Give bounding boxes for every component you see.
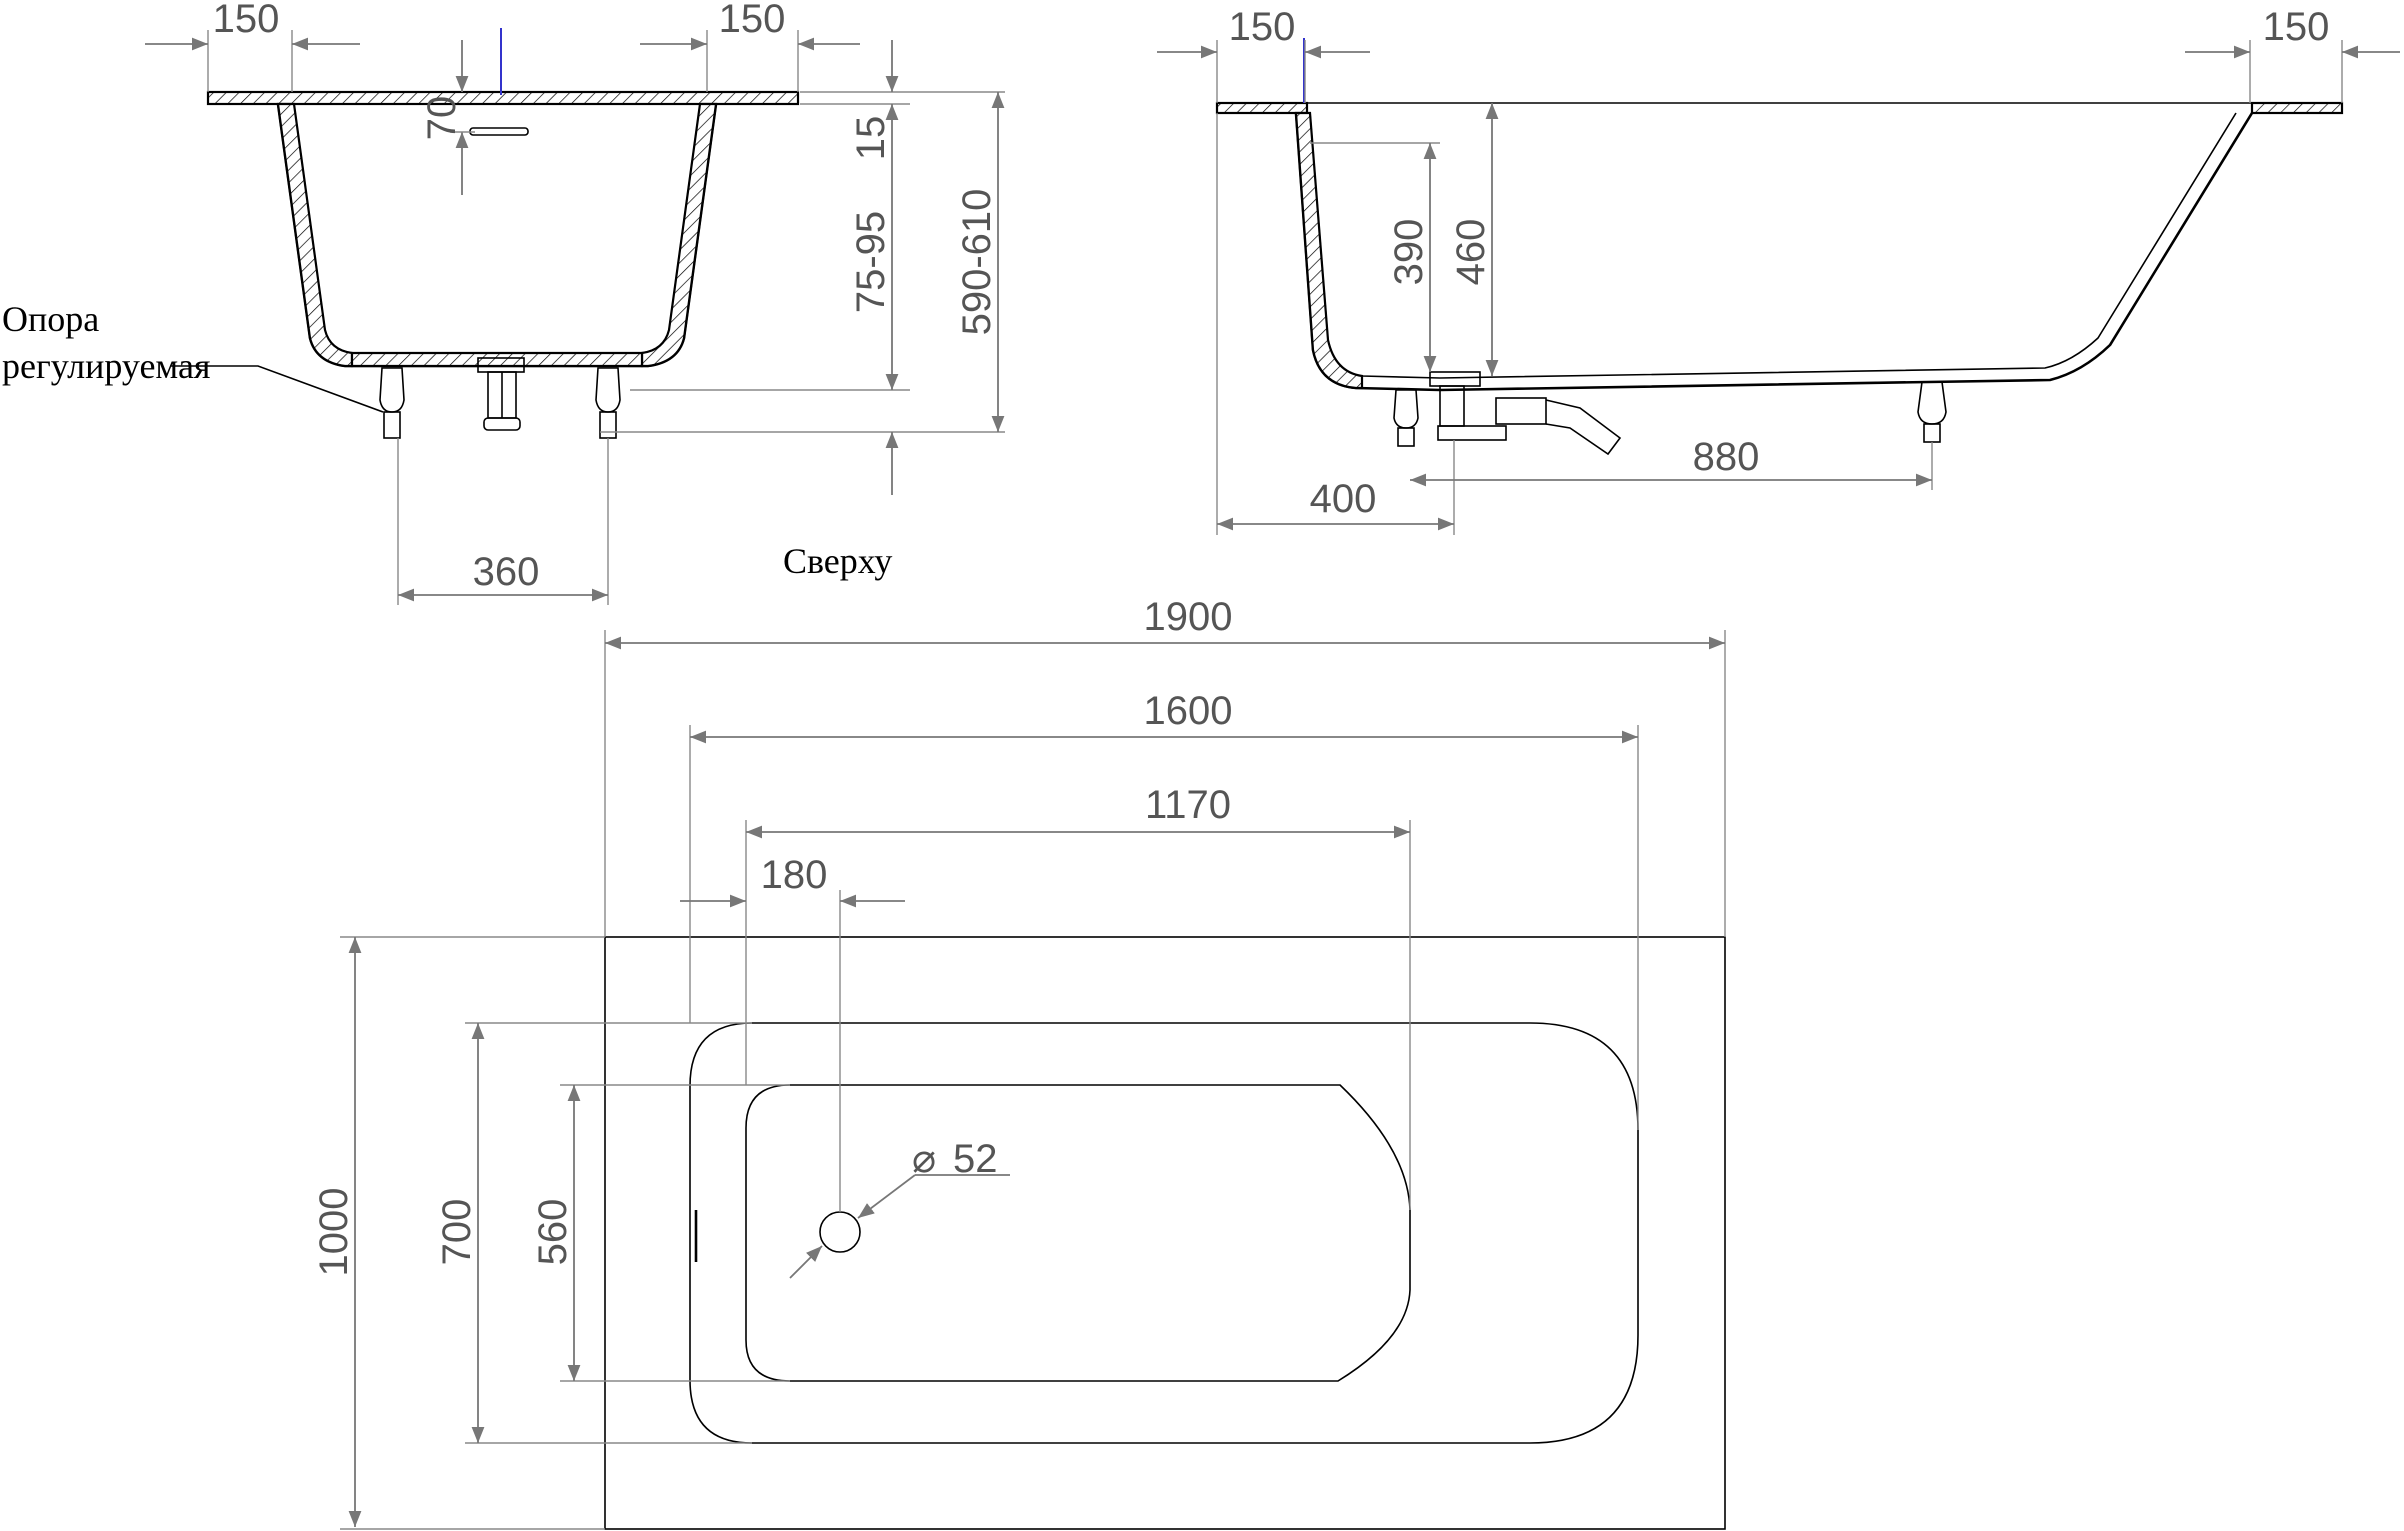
side-rim-right — [2250, 101, 2344, 115]
support-label-line2: регулируемая — [2, 346, 211, 386]
front-tub-inner — [293, 103, 701, 354]
front-drain-assembly — [477, 357, 525, 431]
top-dim-width-bottom: 560 — [531, 1199, 575, 1266]
top-view: 1900 1600 1170 180 ⌀ 52 1000 700 560 — [312, 595, 1726, 1530]
front-dim-leg-spacing: 360 — [473, 550, 540, 594]
side-dim-rim-right: 150 — [2263, 5, 2330, 49]
front-dim-rim-right: 150 — [719, 0, 786, 41]
top-dim-width-inner: 700 — [435, 1199, 479, 1266]
front-leg-left-foot — [383, 411, 401, 439]
front-leg-right — [595, 367, 621, 413]
side-rim-left — [1215, 101, 1309, 115]
side-wall-hatch — [1294, 111, 1364, 390]
front-wall-left-hatch — [276, 102, 354, 368]
front-dim-rim-left: 150 — [213, 0, 280, 41]
front-wall-right-hatch — [640, 102, 718, 368]
front-bottom-hatch — [350, 351, 644, 368]
top-dim-length-total: 1900 — [1144, 595, 1233, 639]
top-dim-drain-diameter: 52 — [953, 1137, 998, 1181]
side-dim-drain-offset: 400 — [1310, 477, 1377, 521]
front-section-view: Опора регулируемая 150 150 70 15 75-95 5… — [2, 0, 1005, 605]
top-dim-length-bottom: 1170 — [1145, 783, 1231, 827]
side-dim-leg-spacing: 880 — [1693, 435, 1760, 479]
side-drain-assembly — [1429, 371, 1622, 456]
front-dim-leg-adjust: 75-95 — [849, 211, 893, 313]
top-dim-drain-from-end: 180 — [761, 853, 828, 897]
side-tub-outer — [1294, 112, 2254, 392]
top-dim-drain-diameter-symbol: ⌀ — [912, 1137, 936, 1181]
front-rim — [206, 90, 800, 106]
front-dim-rim-thickness: 15 — [849, 116, 893, 161]
top-view-label: Сверху — [783, 541, 892, 581]
support-label-line1: Опора — [2, 299, 99, 339]
top-drain-hole — [819, 1211, 861, 1253]
top-inner-basin — [689, 1022, 1639, 1444]
front-leg-left — [379, 367, 405, 413]
side-section-view: 150 150 390 460 400 880 — [1157, 5, 2400, 535]
side-leg-left-foot — [1397, 427, 1415, 447]
front-leg-right-foot — [599, 411, 617, 439]
side-dim-depth-390: 390 — [1387, 219, 1431, 286]
top-dim-length-inner: 1600 — [1144, 689, 1233, 733]
side-leg-right — [1917, 381, 1947, 425]
top-basin-bottom — [745, 1084, 1411, 1382]
front-dim-total-height: 590-610 — [955, 189, 999, 336]
front-dim-overflow: 70 — [420, 96, 464, 141]
side-dim-depth-460: 460 — [1449, 219, 1493, 286]
top-outer-rim — [604, 936, 1726, 1530]
side-leg-right-foot — [1923, 423, 1941, 443]
side-dim-rim-left: 150 — [1229, 5, 1296, 49]
front-tub-outer — [276, 103, 718, 368]
side-leg-left — [1393, 389, 1419, 429]
support-leader — [170, 365, 384, 413]
front-overflow-slot — [469, 127, 529, 136]
top-dim-width-total: 1000 — [312, 1188, 356, 1277]
